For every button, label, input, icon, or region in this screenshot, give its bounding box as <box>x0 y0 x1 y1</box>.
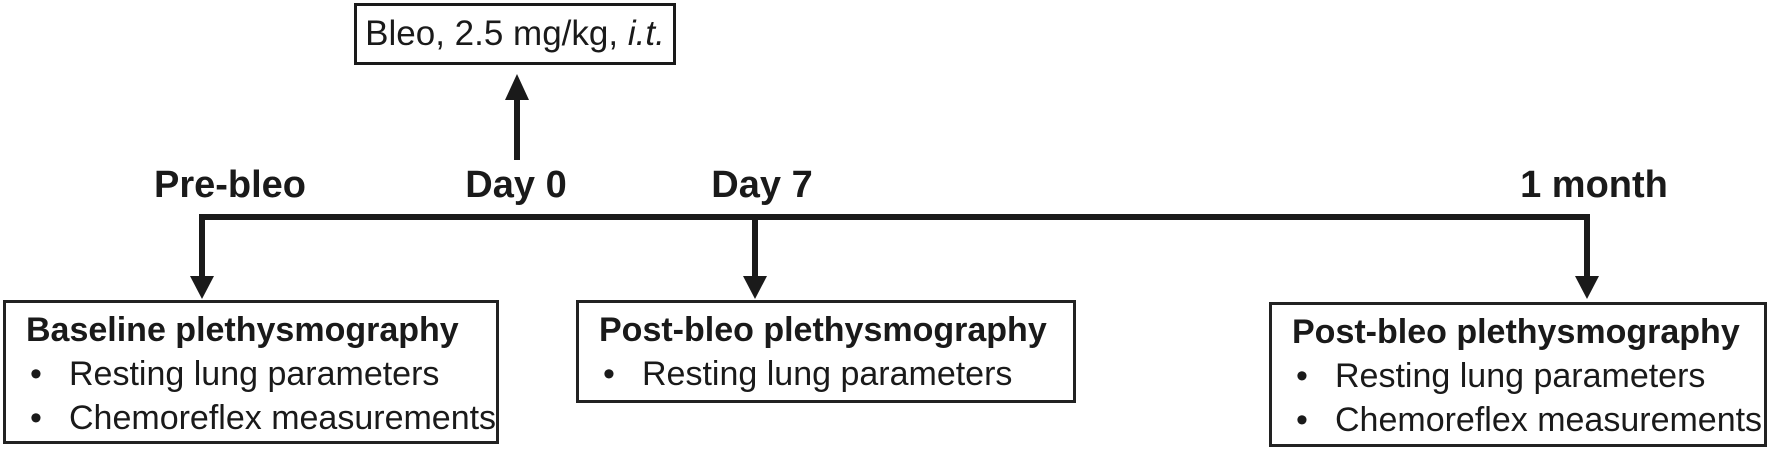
bullet-icon <box>6 352 69 396</box>
injection-up-arrow <box>505 74 529 160</box>
list-item: Resting lung parameters <box>6 352 496 396</box>
pre-bleo-down-arrow <box>190 217 214 299</box>
injection-box: Bleo, 2.5 mg/kg, i.t. <box>354 3 676 65</box>
bullet-icon <box>579 352 642 396</box>
bullet-icon <box>1272 354 1335 398</box>
timeline-label-day-7: Day 7 <box>711 164 813 206</box>
list-item: Resting lung parameters <box>1272 354 1764 398</box>
bullet-text: Resting lung parameters <box>1335 357 1706 395</box>
list-item: Chemoreflex measurements <box>6 396 496 440</box>
measurement-box-day-7: Post-bleo plethysmography Resting lung p… <box>576 300 1076 403</box>
list-item: Chemoreflex measurements <box>1272 398 1764 442</box>
injection-label: Bleo, 2.5 mg/kg, <box>365 14 619 53</box>
one-month-down-arrow <box>1575 217 1599 299</box>
list-item: Resting lung parameters <box>579 352 1073 396</box>
timeline-label-one-month: 1 month <box>1520 164 1668 206</box>
bullet-icon <box>6 396 69 440</box>
bullet-text: Resting lung parameters <box>69 355 440 393</box>
measurement-box-one-month: Post-bleo plethysmography Resting lung p… <box>1269 302 1767 447</box>
bullet-text: Chemoreflex measurements <box>69 399 497 437</box>
bullet-icon <box>1272 398 1335 442</box>
timeline-label-pre-bleo: Pre-bleo <box>153 164 307 206</box>
bullet-text: Resting lung parameters <box>642 355 1013 393</box>
box-title: Baseline plethysmography <box>26 311 459 349</box>
box-title: Post-bleo plethysmography <box>1292 313 1740 351</box>
bullet-text: Chemoreflex measurements <box>1335 401 1763 439</box>
day-7-down-arrow <box>743 217 767 299</box>
timeline-label-day-0: Day 0 <box>465 164 567 206</box>
measurement-box-baseline: Baseline plethysmography Resting lung pa… <box>3 300 499 444</box>
box-title: Post-bleo plethysmography <box>599 311 1047 349</box>
injection-route-abbrev: i.t. <box>627 14 665 53</box>
